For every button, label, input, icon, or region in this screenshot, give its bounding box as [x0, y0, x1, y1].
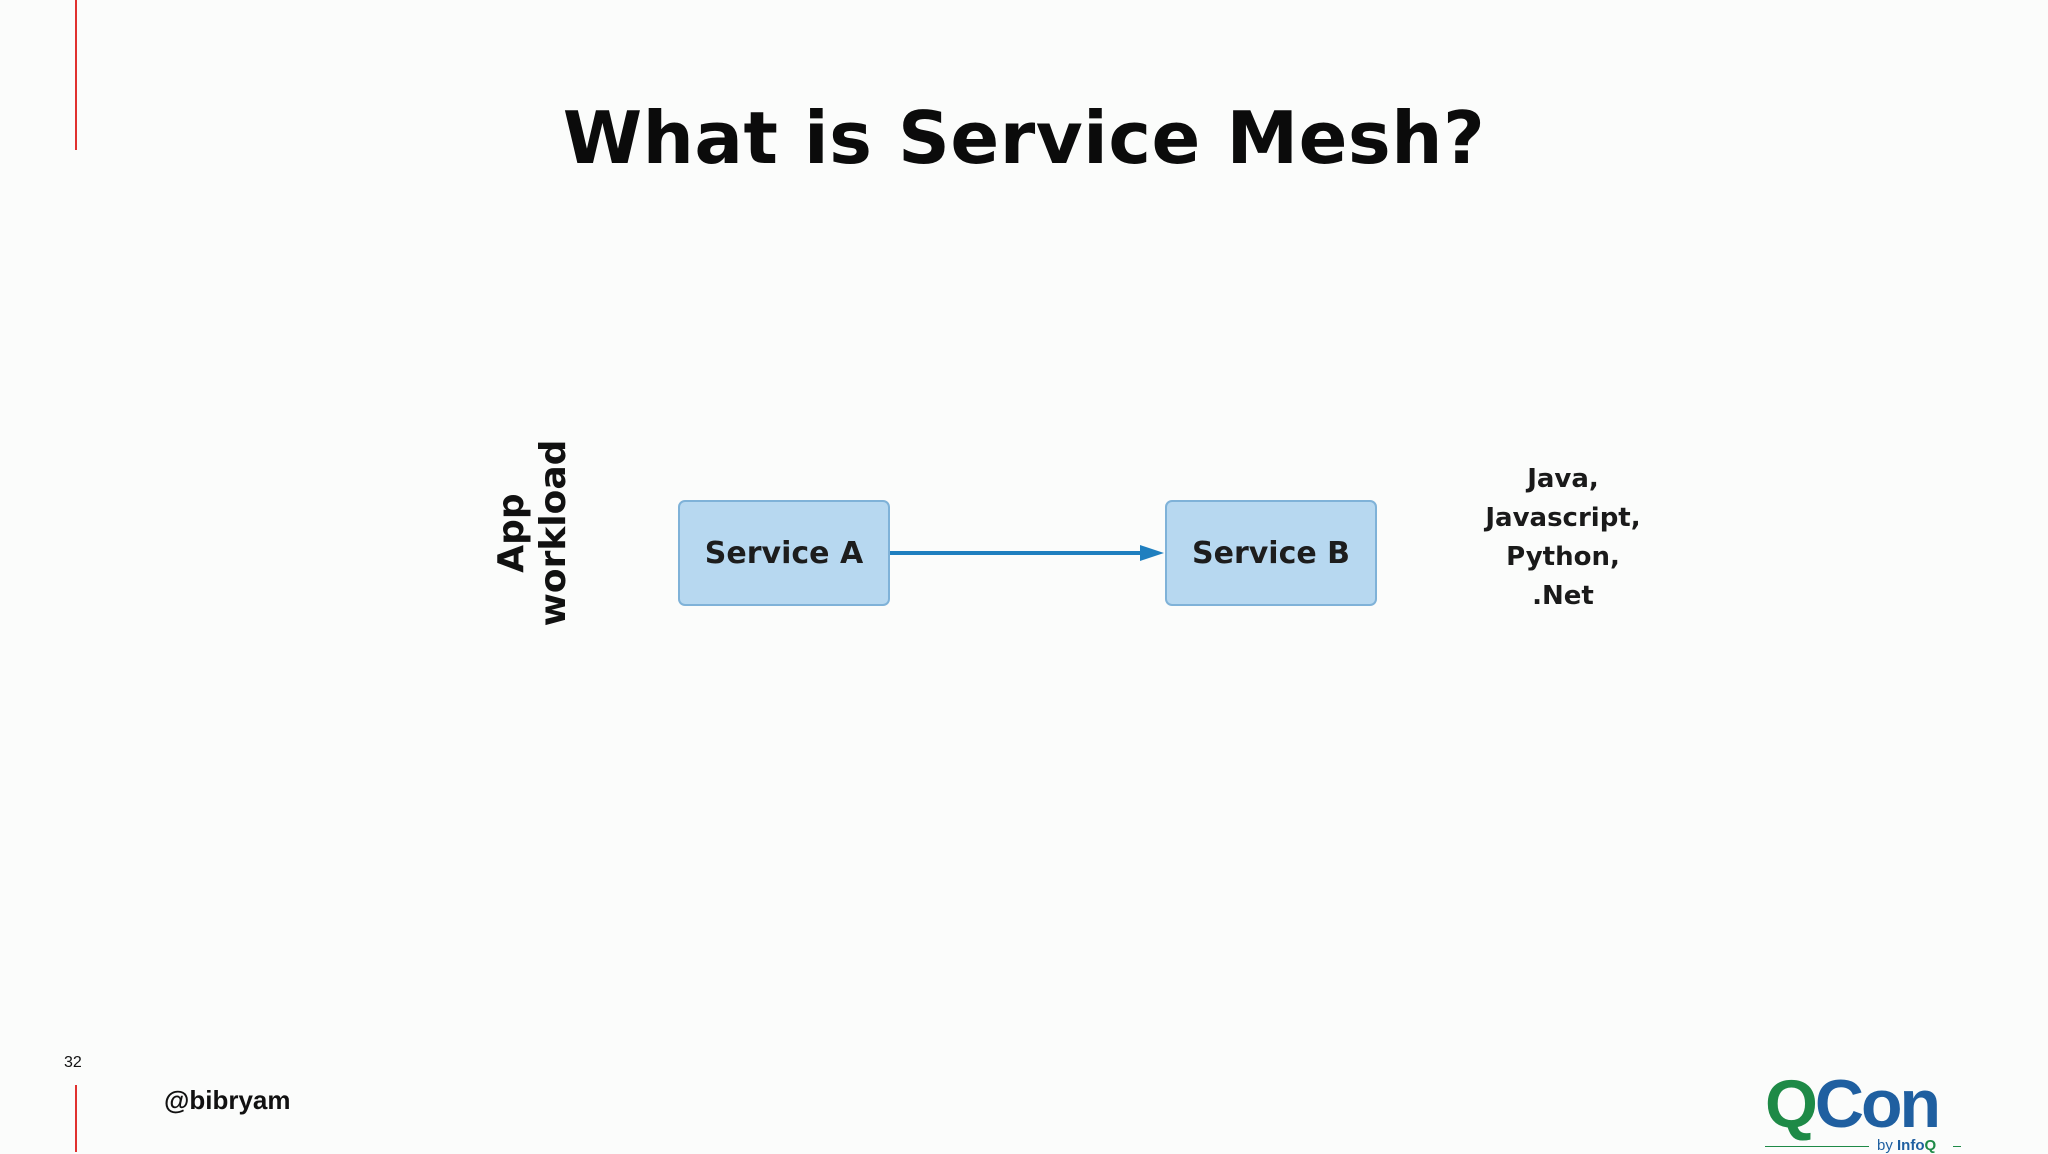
- accent-line-bottom: [75, 1085, 77, 1152]
- language-item: Java,: [1527, 464, 1599, 494]
- logo-con: Con: [1814, 1066, 1941, 1142]
- logo-rule-right: [1953, 1146, 1961, 1147]
- language-list: Java, Javascript, Python, .Net: [1463, 460, 1663, 616]
- slide-title: What is Service Mesh?: [562, 96, 1486, 180]
- language-item: Javascript,: [1485, 503, 1641, 533]
- page-number: 32: [64, 1054, 82, 1071]
- author-handle: @bibryam: [164, 1085, 291, 1115]
- logo-brand-q: Q: [1924, 1137, 1937, 1154]
- service-a-box: Service A: [678, 500, 890, 606]
- logo-by-infoq: by InfoQ: [1877, 1138, 1936, 1154]
- service-connector-arrow: [890, 545, 1164, 561]
- side-label-line-1: App: [491, 493, 532, 573]
- logo-byline: by InfoQ: [1765, 1138, 1965, 1154]
- logo-by-text: by: [1877, 1137, 1893, 1154]
- accent-line-top: [75, 0, 77, 150]
- logo-brand-info: Info: [1897, 1137, 1925, 1154]
- logo-rule-left: [1765, 1146, 1869, 1147]
- side-label-line-2: workload: [533, 439, 574, 627]
- arrowhead: [1140, 545, 1164, 561]
- app-workload-label: App workload: [491, 433, 575, 633]
- service-b-box: Service B: [1165, 500, 1377, 606]
- logo-q: Q: [1765, 1066, 1818, 1142]
- logo-wordmark: QCon: [1765, 1070, 1941, 1138]
- language-item: Python,: [1506, 542, 1620, 572]
- language-item: .Net: [1532, 581, 1594, 611]
- qcon-logo: QCon by InfoQ: [1765, 1070, 1965, 1154]
